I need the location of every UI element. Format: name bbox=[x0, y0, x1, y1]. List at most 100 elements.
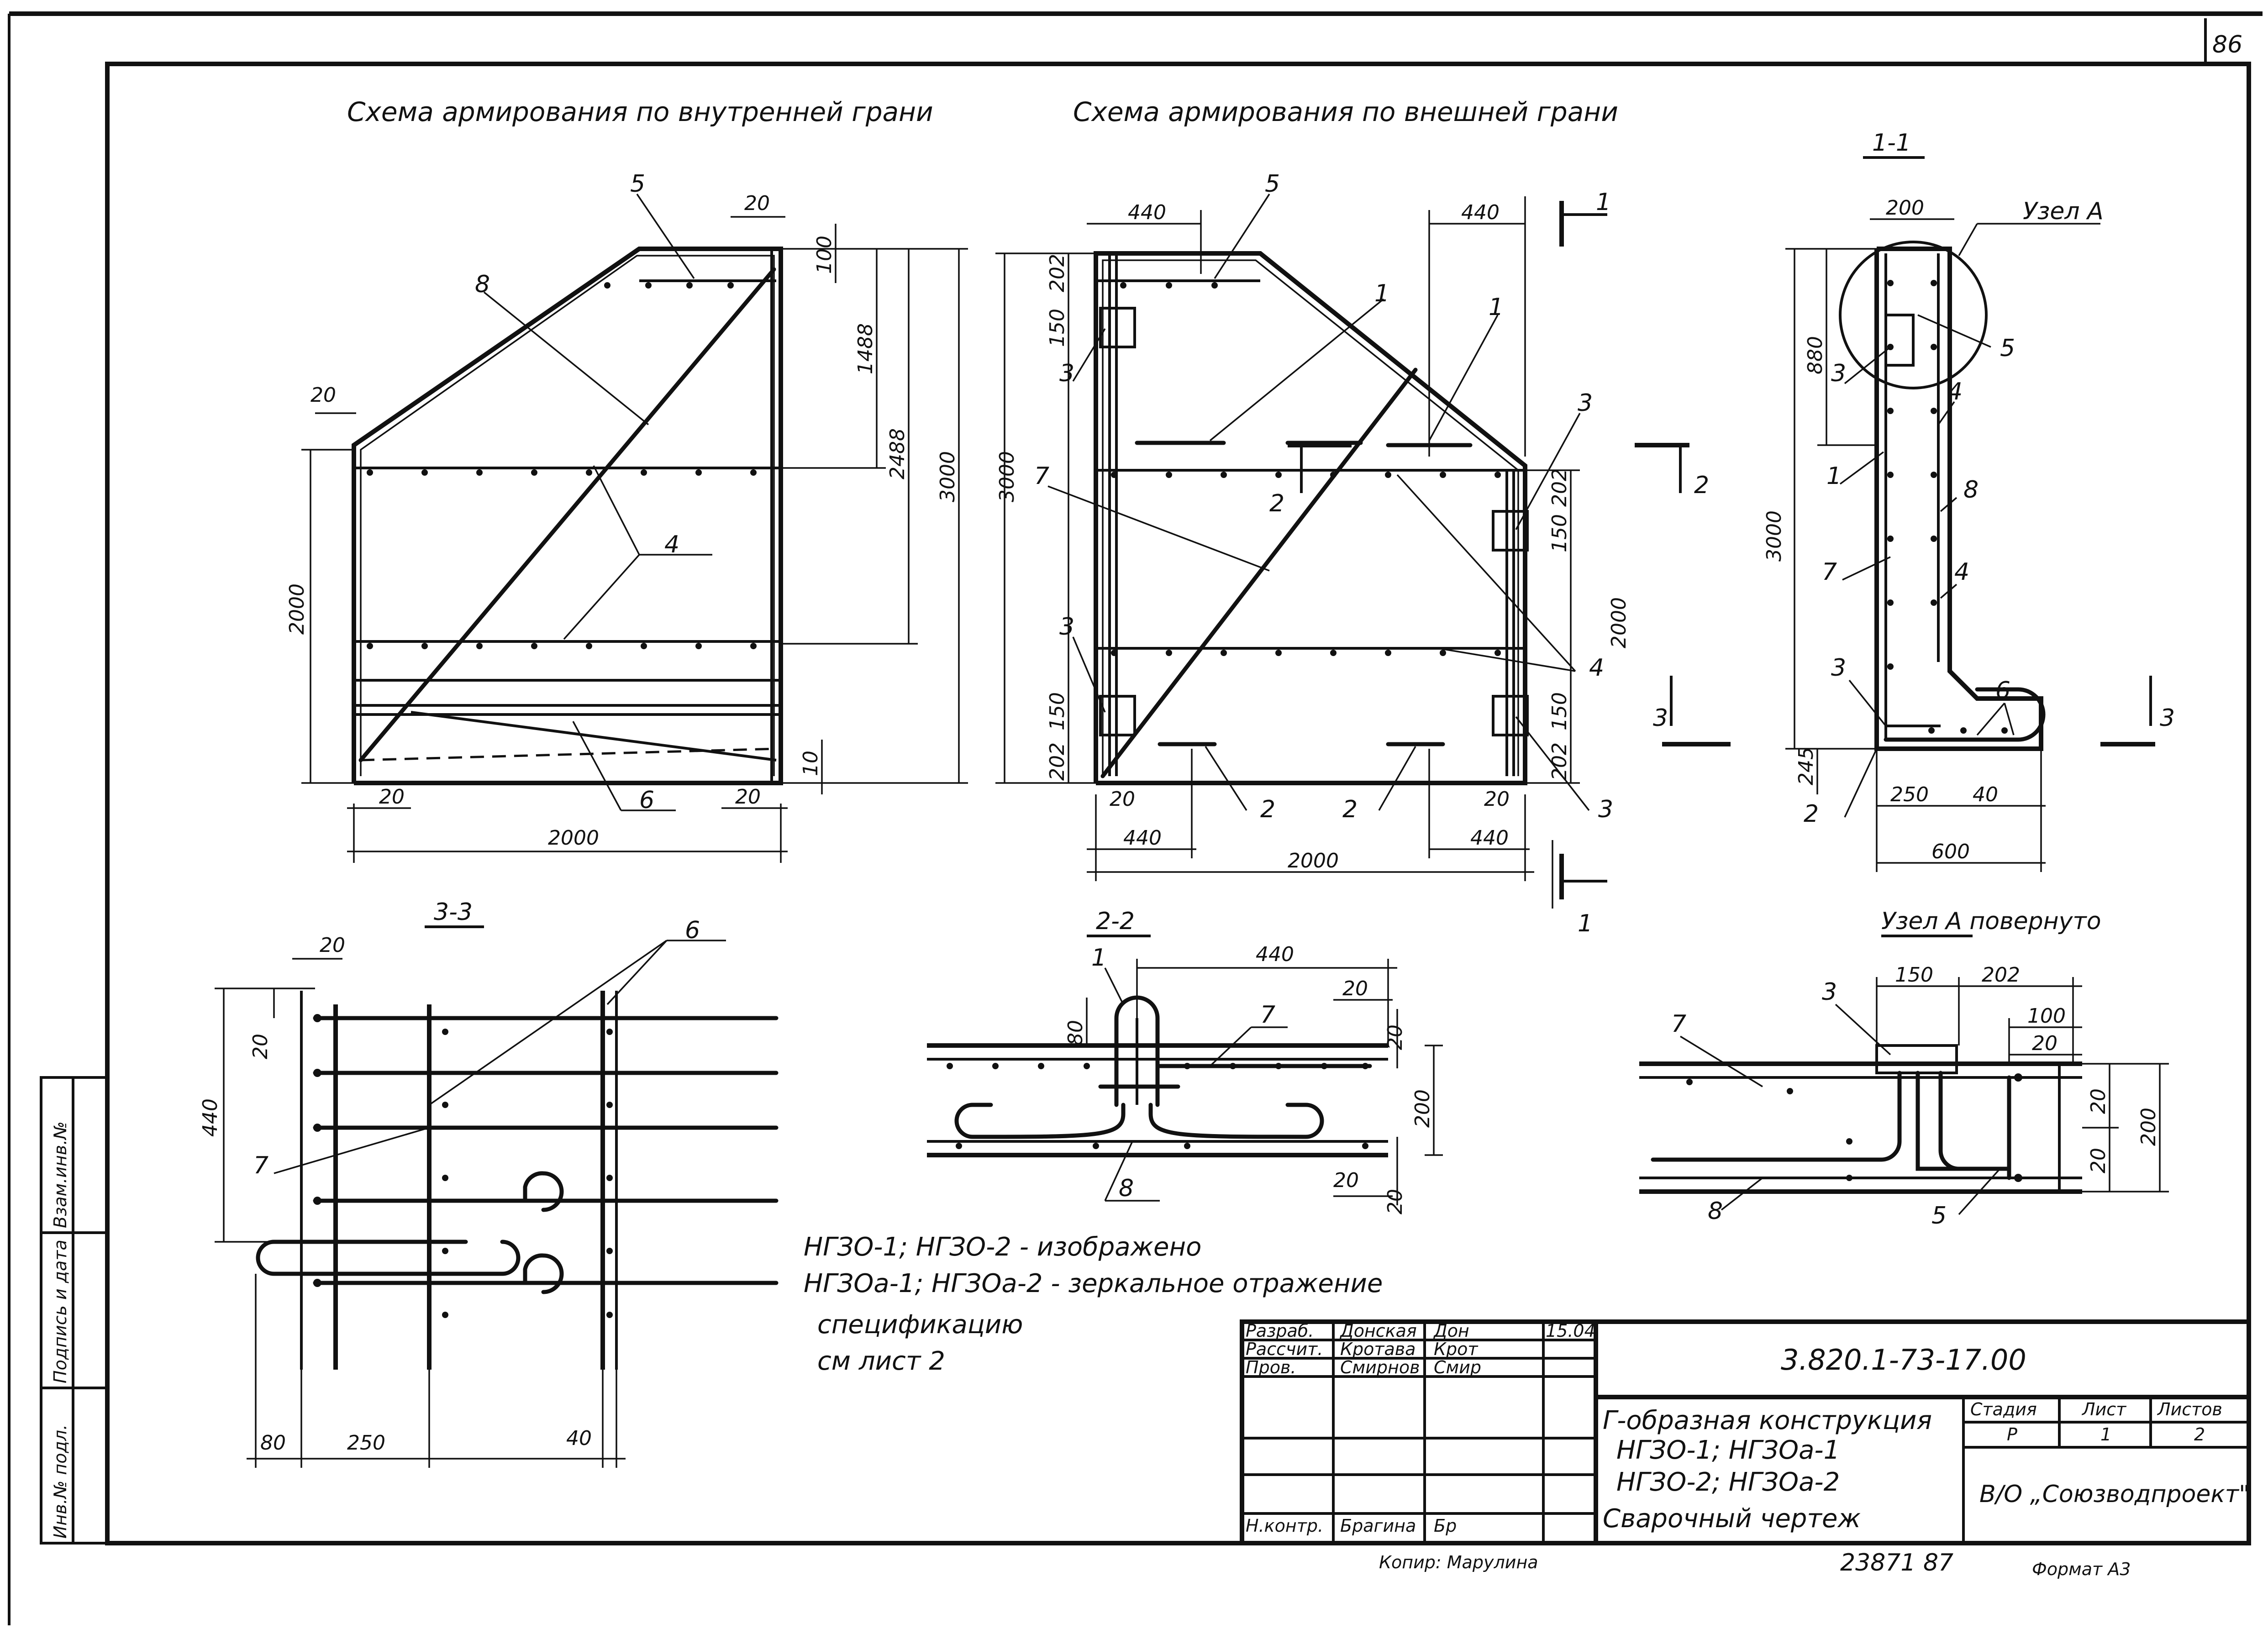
sec33-dim-40: 40 bbox=[566, 1427, 592, 1450]
sec33-dim-20-left: 20 bbox=[249, 1034, 272, 1059]
sec11-dim-880: 880 bbox=[1804, 336, 1827, 374]
cut-mark-3-left-label: 3 bbox=[1653, 704, 1668, 732]
outer-dim-2000-bottom: 2000 bbox=[1288, 849, 1339, 872]
page-number: 86 bbox=[2212, 31, 2242, 58]
outer-pos-3-right-bottom: 3 bbox=[1598, 796, 1613, 823]
node-a-view bbox=[1639, 1044, 2082, 1194]
sec22-dim-20-right-bottom: 20 bbox=[1384, 1189, 1407, 1214]
outer-dim-202-top: 202 bbox=[1046, 254, 1069, 292]
section-3-3-view bbox=[256, 991, 779, 1370]
inner-pos-6: 6 bbox=[639, 787, 654, 814]
sec11-pos-3-top: 3 bbox=[1831, 360, 1846, 387]
outer-dim-150-right-top: 150 bbox=[1548, 514, 1571, 552]
outer-leaders bbox=[1047, 194, 1590, 811]
tb-signature-6: Бр bbox=[1434, 1516, 1457, 1536]
inner-dim-2488: 2488 bbox=[886, 428, 909, 479]
sec22-dim-20-bottom: 20 bbox=[1333, 1169, 1359, 1192]
tb-format: Формат А3 bbox=[2032, 1559, 2131, 1579]
inner-dim-20-left: 20 bbox=[379, 785, 405, 809]
outer-pos-4: 4 bbox=[1589, 654, 1604, 682]
sec22-dim-20-right-top: 20 bbox=[1384, 1025, 1407, 1050]
outer-dim-3000: 3000 bbox=[995, 451, 1019, 502]
inner-dim-20-top-right: 20 bbox=[744, 192, 770, 215]
tb-doc-code: 3.820.1-73-17.00 bbox=[1781, 1343, 2026, 1377]
tb-role-1: Разраб. bbox=[1246, 1321, 1314, 1341]
outer-pos-1-a: 1 bbox=[1374, 280, 1389, 307]
outer-face-title: Схема армирования по внешней грани bbox=[1073, 96, 1618, 127]
section-1-1-dimensions bbox=[1785, 218, 2046, 872]
inner-pos-4: 4 bbox=[664, 531, 679, 558]
sec11-dim-40: 40 bbox=[1973, 783, 1998, 806]
outer-dim-440-top-right: 440 bbox=[1461, 201, 1500, 224]
tb-product-line-4: Сварочный чертеж bbox=[1603, 1504, 1861, 1534]
sec22-dim-20-top: 20 bbox=[1342, 977, 1368, 1000]
inner-leaders bbox=[483, 194, 712, 811]
stamp-vzam-inv: Взам.инв.№ bbox=[50, 1121, 70, 1228]
outer-pos-1-b: 1 bbox=[1489, 294, 1504, 321]
section-2-2-dimensions bbox=[1086, 959, 1443, 1205]
note-line-4: см лист 2 bbox=[817, 1346, 945, 1376]
section-1-1-leaders bbox=[1839, 223, 2100, 818]
nodea-pos-5: 5 bbox=[1931, 1202, 1947, 1229]
tb-inventory: 23871 87 bbox=[1840, 1549, 1953, 1576]
sec11-pos-3-bottom: 3 bbox=[1831, 654, 1846, 682]
outer-dim-150-bottom: 150 bbox=[1046, 692, 1069, 730]
inner-face-view bbox=[352, 247, 783, 785]
sec33-dim-80: 80 bbox=[260, 1431, 286, 1455]
inner-face-dots bbox=[367, 282, 757, 649]
inner-dim-100: 100 bbox=[813, 236, 836, 274]
sec11-pos-8: 8 bbox=[1963, 476, 1979, 504]
nodea-dim-200: 200 bbox=[2137, 1108, 2160, 1146]
tb-product-line-2: НГЗО-1; НГЗОа-1 bbox=[1616, 1435, 1840, 1465]
cut-mark-1-top-label: 1 bbox=[1596, 189, 1611, 216]
section-2-2-leaders bbox=[1104, 967, 1288, 1202]
note-line-1: НГЗО-1; НГЗО-2 - изображено bbox=[804, 1232, 1201, 1262]
outer-dim-202-bottom: 202 bbox=[1046, 742, 1069, 781]
outer-pos-3-bottom: 3 bbox=[1059, 613, 1074, 641]
tb-role-6: Н.контр. bbox=[1246, 1516, 1323, 1536]
outer-dim-20-left: 20 bbox=[1110, 788, 1135, 811]
tb-copied: Копир: Марулина bbox=[1379, 1552, 1538, 1572]
sec22-pos-7: 7 bbox=[1260, 1001, 1275, 1029]
sec33-dim-20-top: 20 bbox=[320, 934, 345, 957]
cut-mark-1 bbox=[1559, 201, 1607, 899]
tb-stage-header: Стадия bbox=[1970, 1399, 2037, 1419]
inner-pos-5: 5 bbox=[630, 170, 645, 198]
section-1-1-dots bbox=[1887, 280, 2008, 734]
section-3-3-title: 3-3 bbox=[434, 898, 473, 926]
sec33-pos-7: 7 bbox=[253, 1152, 268, 1179]
inner-face-dimensions bbox=[301, 216, 968, 863]
sec11-pos-2: 2 bbox=[1804, 800, 1819, 828]
outer-pos-3-right-top: 3 bbox=[1578, 389, 1593, 417]
outer-pos-2-right: 2 bbox=[1342, 796, 1358, 823]
outer-face-view bbox=[1094, 251, 1529, 785]
nodea-dim-150: 150 bbox=[1895, 963, 1933, 987]
sec11-pos-1: 1 bbox=[1826, 462, 1842, 490]
tb-product-line-3: НГЗО-2; НГЗОа-2 bbox=[1616, 1467, 1840, 1497]
section-2-2-view bbox=[927, 995, 1388, 1157]
inner-dim-20-right: 20 bbox=[735, 785, 761, 809]
tb-name-6: Брагина bbox=[1340, 1516, 1416, 1536]
tb-sheets-header: Листов bbox=[2157, 1399, 2222, 1419]
tb-product-line-1: Г-образная конструкция bbox=[1603, 1406, 1932, 1435]
section-3-3-dimensions bbox=[215, 958, 626, 1468]
sec33-dim-440: 440 bbox=[199, 1098, 222, 1137]
sec11-pos-4-top: 4 bbox=[1947, 378, 1963, 405]
tb-signature-2: Крот bbox=[1434, 1339, 1479, 1359]
nodea-dim-20-mid: 20 bbox=[2087, 1088, 2110, 1114]
stamp-podpis-data: Подпись и дата bbox=[50, 1240, 70, 1383]
outer-pos-2-left: 2 bbox=[1260, 796, 1275, 823]
outer-dim-440-bottom-left: 440 bbox=[1123, 826, 1162, 850]
tb-date-1: 15.04 bbox=[1546, 1321, 1595, 1341]
inner-dim-3000: 3000 bbox=[936, 451, 959, 502]
tb-signature-1: Дон bbox=[1433, 1321, 1469, 1341]
node-a-leaders bbox=[1680, 1004, 2001, 1215]
inner-dim-10: 10 bbox=[799, 751, 822, 776]
tb-name-1: Донская bbox=[1339, 1321, 1417, 1341]
nodea-dim-20-bottom: 20 bbox=[2087, 1148, 2110, 1173]
outer-pos-5: 5 bbox=[1265, 170, 1280, 198]
tb-signature-3: Смир bbox=[1434, 1357, 1481, 1377]
section-1-1-title: 1-1 bbox=[1872, 129, 1911, 157]
cut-mark-2 bbox=[1288, 443, 1689, 493]
section-3-3-dots bbox=[313, 1014, 613, 1318]
